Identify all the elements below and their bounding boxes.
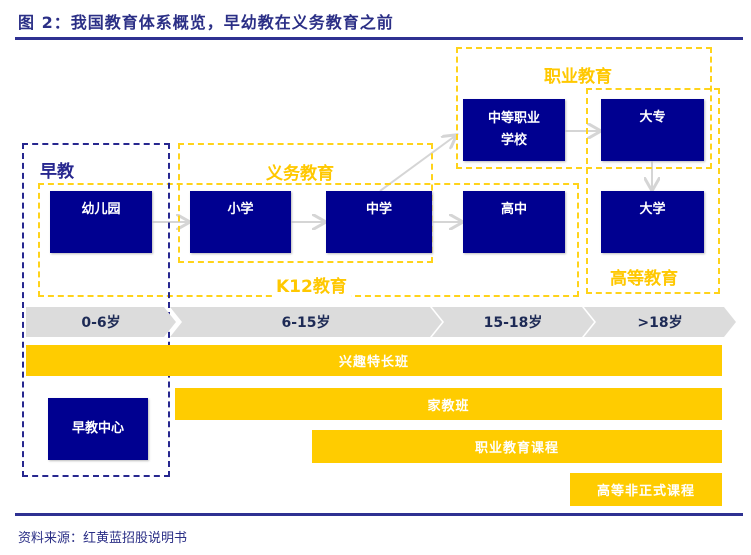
high-box: 高中 [463,191,565,253]
college-box: 大专 [601,99,704,161]
figure-title: 图 2：我国教育体系概览，早幼教在义务教育之前 [18,13,394,32]
informal-higher-course-bar: 高等非正式课程 [570,473,722,506]
kindergarten-box: 幼儿园 [50,191,152,253]
k12-group-label: K12教育 [272,272,351,297]
higher-group-label: 高等教育 [606,264,682,289]
vocational-group-label: 职业教育 [540,62,616,87]
interest-class-bar: 兴趣特长班 [26,345,722,376]
vocational-course-bar: 职业教育课程 [312,430,722,463]
vocational-school-box: 中等职业学校 [463,99,565,161]
university-box: 大学 [601,191,704,253]
tutoring-bar: 家教班 [175,388,722,420]
age-15-18: 15-18岁 [432,307,594,337]
primary-box: 小学 [190,191,291,253]
top-rule [15,37,743,40]
age-6-15: 6-15岁 [170,307,442,337]
age-18-plus: >18岁 [584,307,736,337]
bottom-rule [15,513,743,516]
early-center-box: 早教中心 [48,398,148,460]
compulsory-group [178,143,433,263]
arrow [379,136,455,192]
early-group [22,143,170,477]
middle-box: 中学 [326,191,432,253]
higher-group [586,88,720,294]
vocational-group [456,47,712,169]
source-note: 资料来源：红黄蓝招股说明书 [18,531,188,546]
age-0-6: 0-6岁 [26,307,176,337]
early-group-label: 早教 [40,162,74,182]
compulsory-group-label: 义务教育 [262,159,338,184]
